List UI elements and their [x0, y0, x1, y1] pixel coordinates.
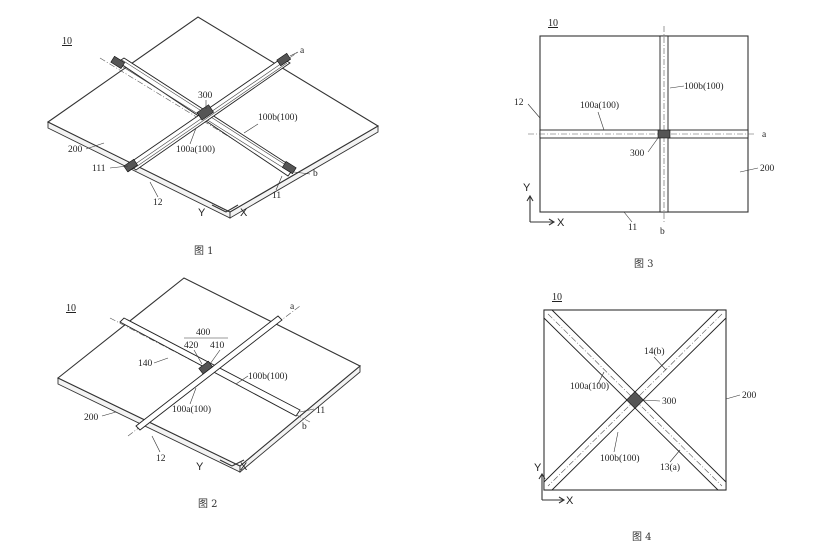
figure-3: 10 100b(100) 100a(100) 12 a 300 200 11 b… — [514, 18, 775, 270]
fig1-end-block-nw — [110, 55, 126, 69]
fig3-axis-y: Y — [523, 182, 531, 194]
fig2-ref-label: 10 — [66, 303, 76, 314]
fig1-centerline-b — [99, 57, 291, 175]
fig3-label-100a: 100a(100) — [580, 100, 619, 111]
fig4-label-14b: 14(b) — [644, 346, 665, 357]
fig2-label-410: 410 — [210, 341, 225, 351]
fig1-end-block-sw — [123, 158, 139, 173]
fig3-axis-x: X — [557, 217, 565, 229]
fig2-caption: 图 2 — [198, 498, 218, 510]
fig1-label-300: 300 — [198, 91, 213, 101]
fig4-caption: 图 4 — [632, 531, 652, 543]
figure-4: 10 14(b) 100a(100) 300 200 100b(100) 13(… — [534, 292, 757, 543]
figure-1: 10 a 300 100b(100) 100a(100) 200 — [46, 16, 380, 257]
fig2-label-200: 200 — [84, 413, 99, 423]
fig3-ref-label: 10 — [548, 18, 558, 29]
fig2-label-12: 12 — [156, 454, 166, 464]
fig1-axis-x: X — [240, 207, 248, 219]
fig1-end-block-ne — [276, 52, 292, 67]
fig4-label-300: 300 — [662, 397, 677, 407]
fig1-label-a: a — [300, 46, 305, 56]
fig2-label-100b: 100b(100) — [248, 371, 288, 382]
fig3-label-11: 11 — [628, 223, 637, 233]
fig2-groove-a — [135, 315, 283, 431]
fig2-label-a: a — [290, 302, 295, 312]
fig1-axis-indicator: Y X — [198, 204, 248, 219]
fig1-axis-y: Y — [198, 207, 206, 219]
fig3-caption: 图 3 — [634, 258, 654, 270]
fig1-label-111: 111 — [92, 164, 106, 174]
fig1-label-200: 200 — [68, 145, 83, 155]
fig2-label-400: 400 — [196, 328, 211, 338]
fig1-end-block-se — [281, 161, 297, 175]
fig1-caption: 图 1 — [194, 245, 214, 257]
fig4-axis-x: X — [566, 495, 574, 507]
fig4-label-13a: 13(a) — [660, 462, 680, 473]
fig1-label-11: 11 — [272, 191, 281, 201]
fig3-label-300: 300 — [630, 149, 645, 159]
fig2-axis-x: X — [240, 461, 248, 473]
fig2-center-node — [198, 360, 214, 375]
fig2-label-b: b — [302, 422, 307, 432]
figure-2: 10 a 400 420 410 140 100b(100) 100a(100)… — [56, 277, 361, 510]
fig2-label-11: 11 — [316, 406, 325, 416]
fig4-axis-y: Y — [534, 462, 542, 474]
fig3-label-a: a — [762, 130, 767, 140]
fig1-label-100b: 100b(100) — [258, 112, 298, 123]
fig3-label-100b: 100b(100) — [684, 81, 724, 92]
fig1-label-100a: 100a(100) — [176, 144, 215, 155]
fig4-label-100a: 100a(100) — [570, 381, 609, 392]
fig2-label-140: 140 — [138, 359, 153, 369]
fig3-axis-indicator: Y X — [523, 182, 565, 229]
fig3-label-12: 12 — [514, 98, 524, 108]
fig1-ref-label: 10 — [62, 36, 72, 47]
fig2-axis-y: Y — [196, 461, 204, 473]
fig3-plate — [539, 35, 749, 213]
fig3-center-node — [657, 129, 671, 139]
fig3-label-b: b — [660, 227, 665, 237]
fig4-center-node — [626, 391, 644, 409]
fig4-axis-indicator: Y X — [534, 462, 574, 507]
fig2-label-420: 420 — [184, 341, 199, 351]
fig4-ref-label: 10 — [552, 292, 562, 303]
fig2-label-100a: 100a(100) — [172, 404, 211, 415]
fig1-center-node — [196, 104, 215, 121]
fig4-label-100b: 100b(100) — [600, 453, 640, 464]
fig3-label-200: 200 — [760, 164, 775, 174]
fig1-label-12: 12 — [153, 198, 163, 208]
fig3-beam-b — [659, 35, 669, 213]
fig1-label-b: b — [313, 169, 318, 179]
fig2-axis-indicator: Y X — [196, 459, 248, 473]
fig4-label-200: 200 — [742, 391, 757, 401]
